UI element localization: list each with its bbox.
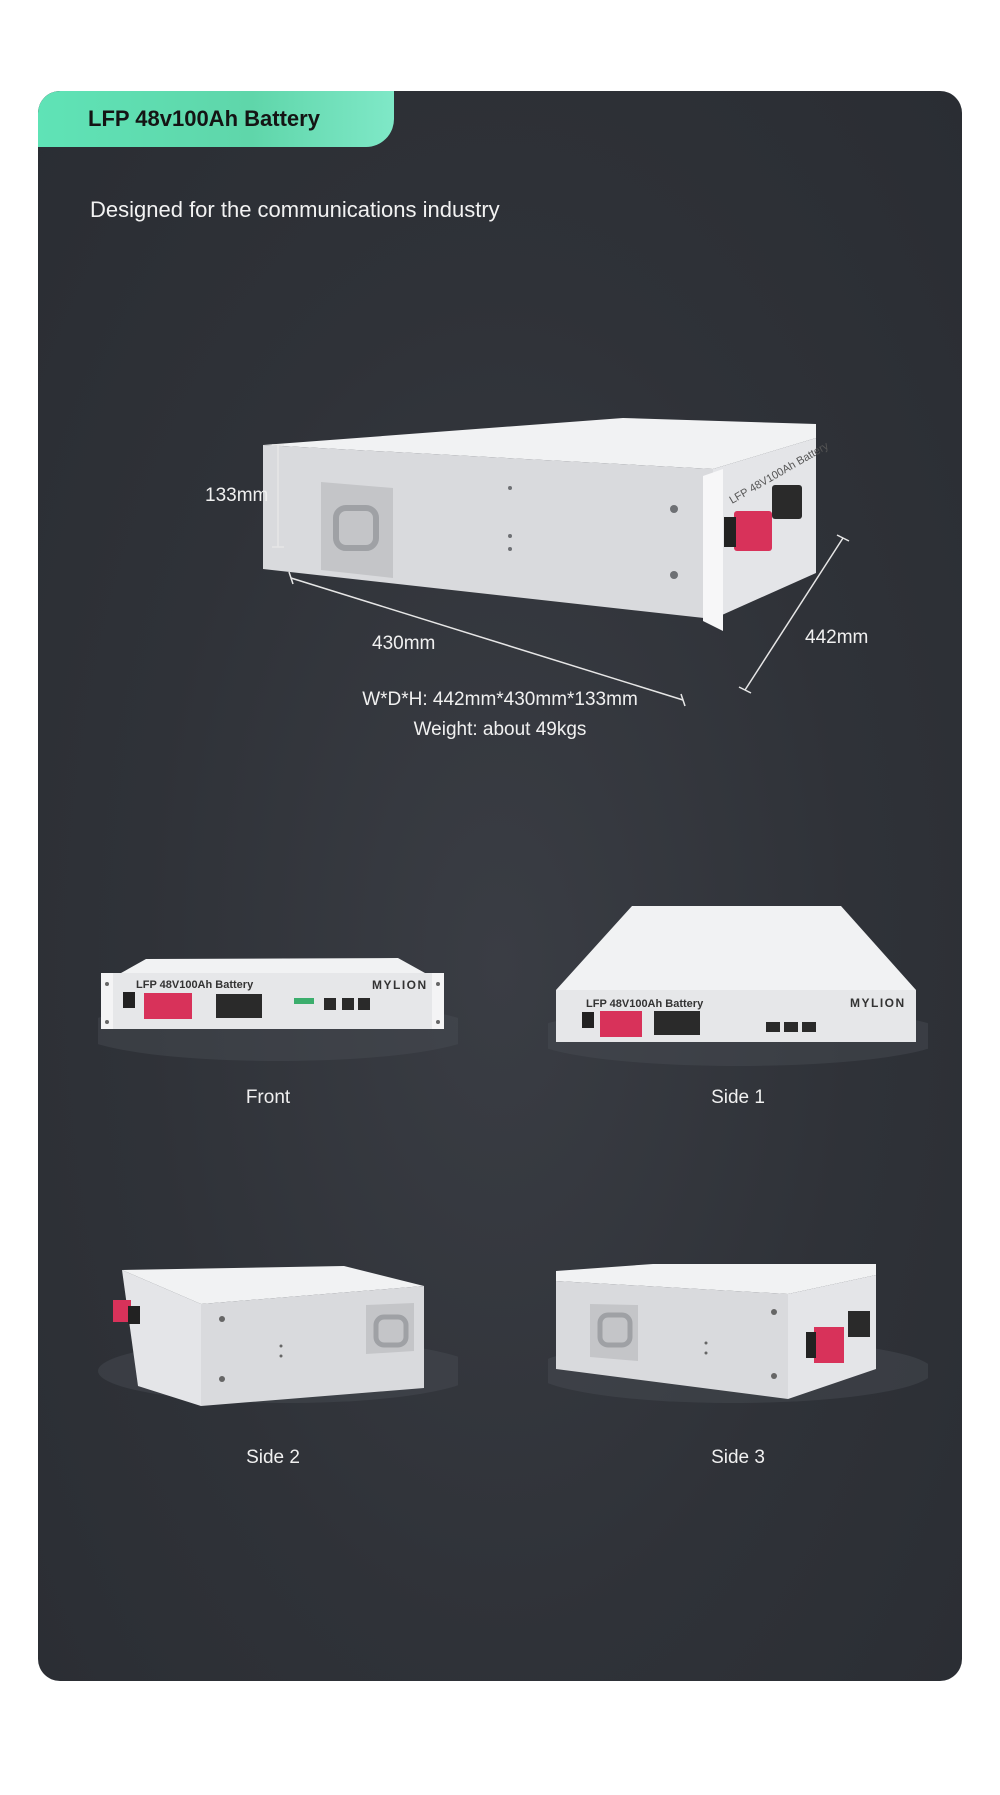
product-card: LFP 48v100Ah Battery Designed for the co… — [38, 91, 962, 1681]
title-tab: LFP 48v100Ah Battery — [38, 91, 394, 147]
dimensions-spec: W*D*H: 442mm*430mm*133mm — [362, 689, 638, 710]
side1-brand-text: MYLION — [850, 996, 906, 1010]
weight-spec: Weight: about 49kgs — [413, 719, 587, 740]
page-title: LFP 48v100Ah Battery — [88, 106, 320, 131]
front-view-label: Front — [245, 1087, 291, 1108]
width-dimension-label: 430mm — [372, 633, 436, 654]
side3-view-image — [533, 1261, 933, 1411]
page-subtitle: Designed for the communications industry — [90, 197, 500, 222]
front-panel-text: LFP 48V100Ah Battery — [136, 979, 254, 991]
red-terminal — [734, 511, 772, 551]
front-view-image: LFP 48V100Ah Battery MYLION — [78, 936, 478, 1066]
side1-panel-text: LFP 48V100Ah Battery — [586, 998, 704, 1010]
side1-view-label: Side 1 — [711, 1087, 765, 1108]
side3-view-label: Side 3 — [711, 1447, 765, 1468]
height-dimension-label: 133mm — [205, 485, 269, 506]
black-terminal — [772, 485, 802, 519]
side2-view-label: Side 2 — [246, 1447, 300, 1468]
battery-3d-illustration: LFP 48V100Ah Battery — [263, 418, 850, 707]
side2-view-image — [98, 1261, 478, 1411]
depth-dimension-label: 442mm — [805, 627, 869, 648]
side1-view-image: LFP 48V100Ah Battery MYLION — [528, 906, 948, 1076]
front-brand-text: MYLION — [372, 978, 428, 992]
battery-main-image: LFP 48V100Ah Battery 133mm 430mm 442mm — [138, 311, 898, 711]
